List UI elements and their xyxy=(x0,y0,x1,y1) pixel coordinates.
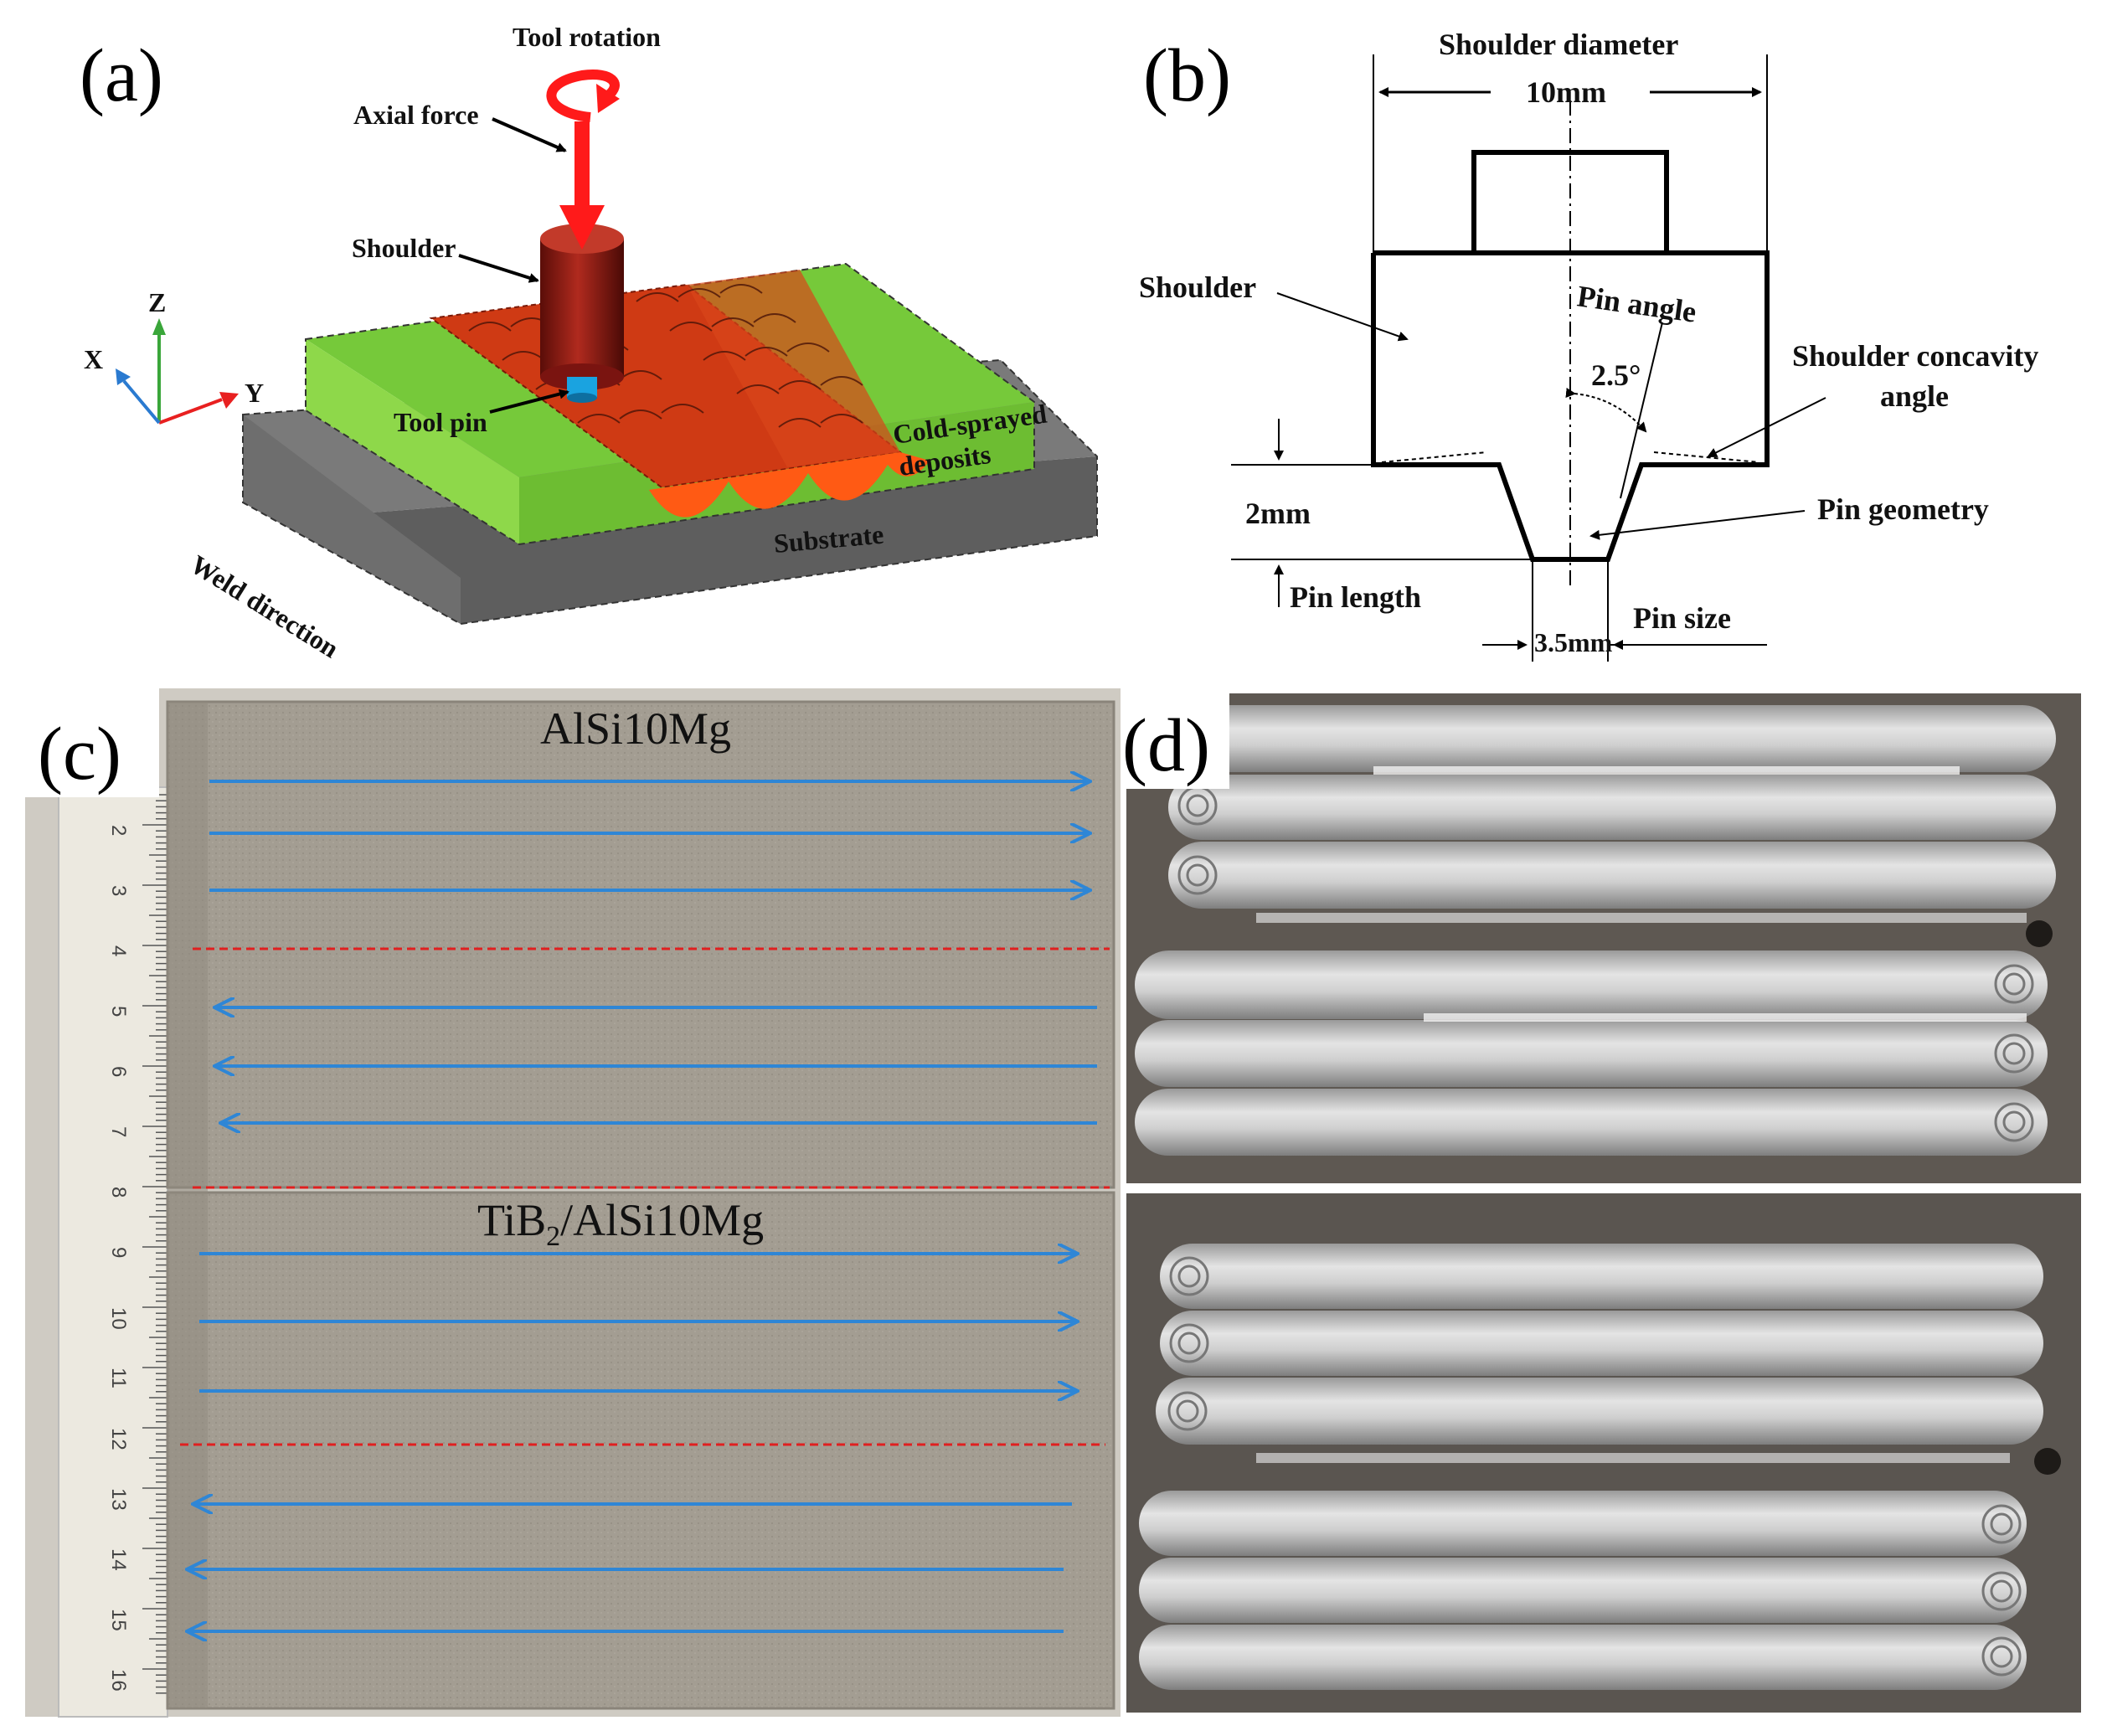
keyhole-marks-bottom xyxy=(1167,1256,2022,1677)
rotation-arrow-icon xyxy=(546,70,620,122)
ruler-number: 5 xyxy=(107,1006,130,1017)
panel-d: (d) xyxy=(1121,688,2084,1717)
panel-d-label-box xyxy=(1121,688,1229,789)
axis-z-label: Z xyxy=(148,287,166,317)
pin-size-label: Pin size xyxy=(1633,601,1731,635)
axial-force-arrow xyxy=(559,121,605,250)
ruler-number: 6 xyxy=(107,1066,130,1077)
ruler-number: 10 xyxy=(107,1307,130,1330)
sample-plate-alsi10mg xyxy=(166,700,1115,1189)
fsp-tool xyxy=(540,224,624,403)
pin-length-value: 2mm xyxy=(1245,497,1311,530)
ruler-number: 12 xyxy=(107,1428,130,1450)
ruler-number: 13 xyxy=(107,1488,130,1511)
scan-arrows-bottom xyxy=(188,1254,1076,1631)
ruler-number: 3 xyxy=(107,885,130,896)
weld-direction-label: Weld direction xyxy=(185,549,344,663)
ruler-number: 8 xyxy=(107,1187,130,1198)
shoulder-diameter-label: Shoulder diameter xyxy=(1439,28,1678,61)
hole-mark xyxy=(2034,1448,2061,1475)
panel-c: 2 3 4 5 6 7 8 9 10 11 12 13 14 15 16 (c) AlSi10Mg TiB2… xyxy=(25,688,1121,1718)
tool-pin-label: Tool pin xyxy=(394,407,487,437)
ruler-number: 11 xyxy=(107,1368,130,1388)
weld-tracks-bottom xyxy=(1139,1244,2043,1690)
ruler-number: 16 xyxy=(107,1669,130,1692)
shoulder-concavity-label-2: angle xyxy=(1880,379,1949,413)
shoulder-label-a: Shoulder xyxy=(352,233,456,263)
material-1-label: AlSi10Mg xyxy=(540,703,731,754)
axis-x-label: X xyxy=(84,344,103,374)
panel-b: (b) Shoulder diameter 10mm Shoulder Pin … xyxy=(1139,28,2038,662)
panel-c-label: (c) xyxy=(38,713,121,796)
ruler-number: 15 xyxy=(107,1609,130,1631)
pin-length-label: Pin length xyxy=(1290,580,1421,614)
keyhole-marks-top xyxy=(1177,786,2034,1142)
ruler-number: 4 xyxy=(107,945,130,956)
pin-angle-value: 2.5° xyxy=(1591,358,1641,392)
panel-b-label: (b) xyxy=(1143,34,1231,117)
pin-geometry-label: Pin geometry xyxy=(1817,492,1989,526)
ruler-number: 9 xyxy=(107,1247,130,1258)
axis-y-label: Y xyxy=(245,378,264,408)
shoulder-diameter-value: 10mm xyxy=(1526,75,1606,109)
ruler-number: 7 xyxy=(107,1126,130,1137)
material-2-label: TiB2/AlSi10Mg xyxy=(477,1195,764,1252)
scan-arrows-top xyxy=(209,781,1097,1123)
pin-angle-label: Pin angle xyxy=(1575,279,1698,329)
axes-triad xyxy=(116,318,239,425)
panel-a: (a) xyxy=(80,22,1098,664)
hole-mark xyxy=(2026,920,2053,947)
ruler: 2 3 4 5 6 7 8 9 10 11 12 13 14 15 16 xyxy=(58,786,168,1718)
panel-a-label: (a) xyxy=(80,34,163,117)
ruler-number: 2 xyxy=(107,825,130,836)
shoulder-concavity-label: Shoulder concavity xyxy=(1792,339,2038,373)
axial-force-label: Axial force xyxy=(353,100,479,130)
shoulder-label-b: Shoulder xyxy=(1139,270,1256,304)
weld-tracks-top xyxy=(1135,705,2056,1156)
ruler-number: 14 xyxy=(107,1548,130,1571)
panel-d-label: (d) xyxy=(1122,704,1210,787)
sample-plate-tib2 xyxy=(166,1191,1115,1710)
tool-rotation-label: Tool rotation xyxy=(513,22,661,52)
pin-size-value: 3.5mm xyxy=(1534,627,1613,657)
panel-c-label-box xyxy=(25,688,159,797)
ruler-ticks: 2 3 4 5 6 7 8 9 10 11 12 13 14 15 16 xyxy=(107,794,167,1694)
